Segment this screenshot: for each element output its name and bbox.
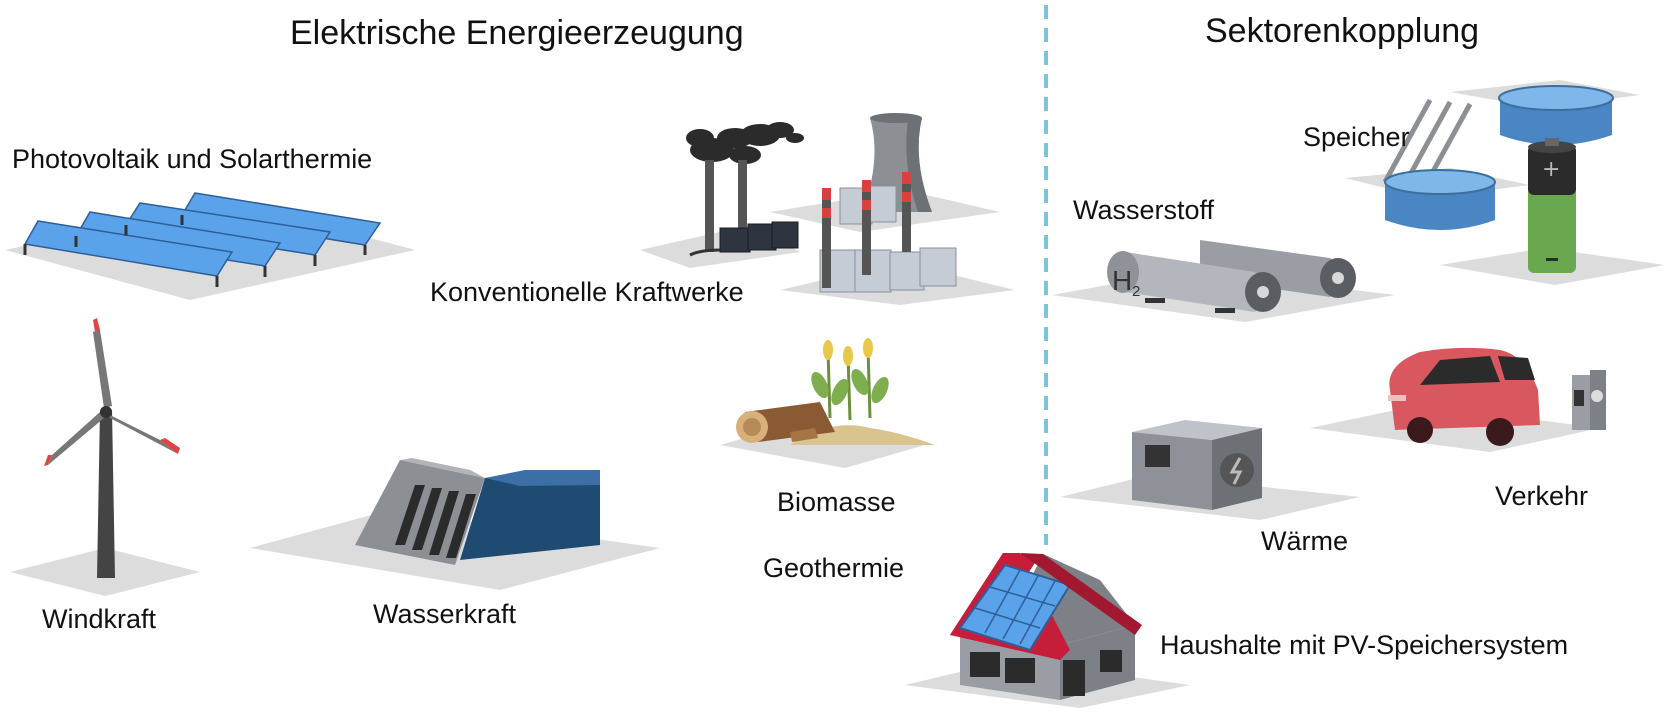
solar-field-icon <box>5 192 415 300</box>
house-pv-icon <box>905 553 1190 708</box>
label-geothermie: Geothermie <box>763 553 905 583</box>
label-konventionell: Konventionelle Kraftwerke <box>430 277 744 307</box>
electric-car-icon <box>1310 347 1600 452</box>
battery-icon: + <box>1440 138 1665 285</box>
section-title-right: Sektorenkopplung <box>1205 12 1480 50</box>
biomass-icon <box>720 338 935 468</box>
charging-station-icon <box>1572 370 1606 430</box>
h2-subscript: 2 <box>1132 283 1140 300</box>
label-waerme: Wärme <box>1261 526 1348 556</box>
wind-turbine-icon <box>10 318 200 596</box>
hydrogen-tanks-icon: H 2 <box>1052 240 1395 322</box>
battery-plus: + <box>1542 157 1560 182</box>
label-wasserstoff: Wasserstoff <box>1073 195 1215 225</box>
heat-pump-icon <box>1060 420 1360 520</box>
label-windkraft: Windkraft <box>42 604 157 634</box>
label-haushalte: Haushalte mit PV-Speichersystem <box>1160 630 1569 660</box>
h2-symbol: H <box>1112 265 1132 296</box>
hydro-dam-icon <box>250 458 660 590</box>
label-pv: Photovoltaik und Solarthermie <box>12 144 373 174</box>
label-speicher: Speicher <box>1303 122 1410 152</box>
label-wasserkraft: Wasserkraft <box>373 599 517 629</box>
label-biomasse: Biomasse <box>777 487 896 517</box>
storage-icon <box>1345 80 1640 230</box>
label-verkehr: Verkehr <box>1495 481 1589 511</box>
power-plant-icon <box>640 113 1015 305</box>
section-title-left: Elektrische Energieerzeugung <box>290 14 744 52</box>
